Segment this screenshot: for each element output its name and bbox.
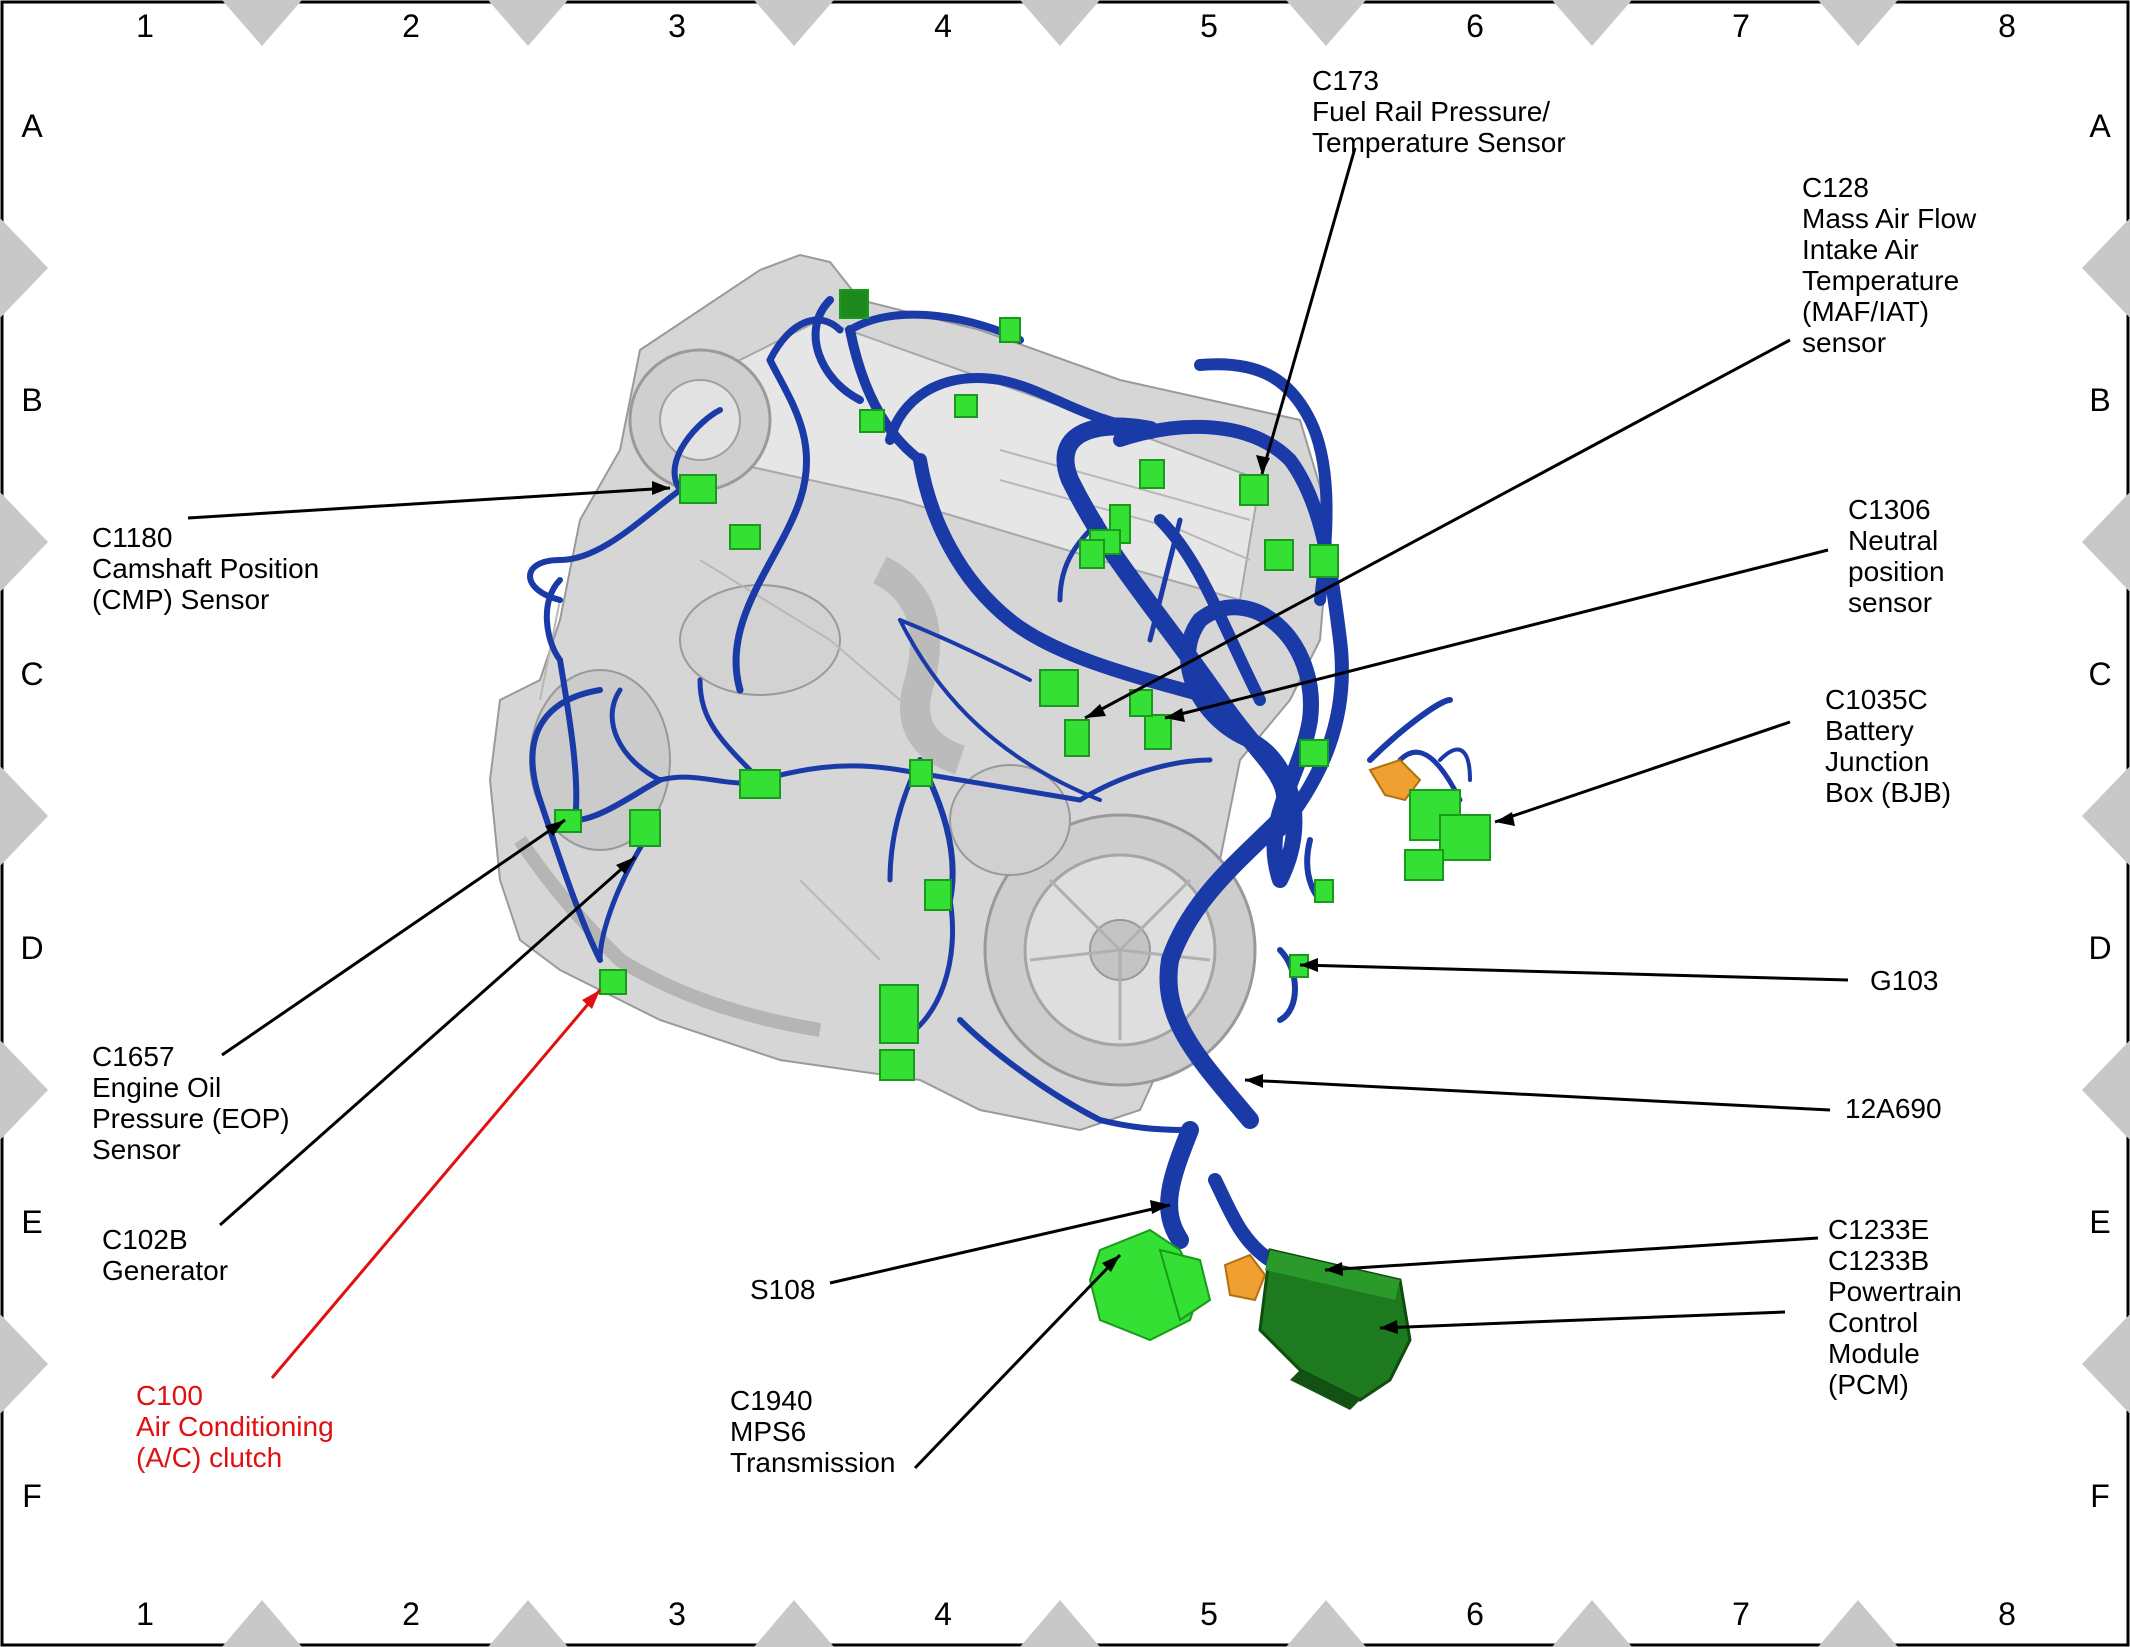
grid-col-bottom-5: 5 — [1200, 1596, 1218, 1632]
grid-col-bottom-3: 3 — [668, 1596, 686, 1632]
callout-c128: C128 Mass Air Flow Intake Air Temperatur… — [1802, 172, 1977, 358]
grid-col-bottom-8: 8 — [1998, 1596, 2016, 1632]
grid-row-right-f: F — [2090, 1478, 2110, 1514]
callout-c1657: C1657 Engine Oil Pressure (EOP) Sensor — [92, 1041, 290, 1165]
callout-c173: C173 Fuel Rail Pressure/ Temperature Sen… — [1312, 65, 1566, 158]
grid-col-top-5: 5 — [1200, 8, 1218, 44]
grid-col-top-3: 3 — [668, 8, 686, 44]
pcm-module — [1258, 1248, 1412, 1410]
grid-col-top-4: 4 — [934, 8, 952, 44]
grid-row-right-b: B — [2089, 382, 2111, 418]
grid-row-right-a: A — [2089, 108, 2111, 144]
zone-markers-bottom — [222, 1600, 1898, 1647]
grid-row-right-e: E — [2089, 1204, 2111, 1240]
callout-12a690: 12A690 — [1845, 1093, 1942, 1124]
grid-col-bottom-4: 4 — [934, 1596, 952, 1632]
grid-col-top-2: 2 — [402, 8, 420, 44]
callout-c1035c: C1035C Battery Junction Box (BJB) — [1825, 684, 1952, 808]
grid-col-bottom-7: 7 — [1732, 1596, 1750, 1632]
callout-g103: G103 — [1870, 965, 1939, 996]
callout-c1306: C1306 Neutral position sensor — [1848, 494, 1945, 618]
callout-c100: C100 Air Conditioning (A/C) clutch — [136, 1380, 334, 1473]
grid-row-left-c: C — [20, 656, 44, 692]
callout-c1180: C1180 Camshaft Position (CMP) Sensor — [92, 522, 320, 615]
grid-row-right-d: D — [2088, 930, 2112, 966]
grid-row-left-f: F — [22, 1478, 42, 1514]
callout-s108: S108 — [750, 1274, 816, 1305]
zone-markers-right — [2082, 218, 2130, 1414]
callout-c1940: C1940 MPS6 Transmission — [730, 1385, 896, 1478]
grid-col-top-6: 6 — [1466, 8, 1484, 44]
grid-col-top-1: 1 — [136, 8, 154, 44]
callout-c1233-pcm: C1233E C1233B Powertrain Control Module … — [1828, 1214, 1962, 1400]
grid-col-top-7: 7 — [1732, 8, 1750, 44]
junction-pieces — [1223, 758, 1422, 1302]
grid-col-bottom-2: 2 — [402, 1596, 420, 1632]
c100-leader-line — [270, 989, 602, 1379]
zone-markers-top — [222, 0, 1898, 46]
grid-col-top-8: 8 — [1998, 8, 2016, 44]
grid-row-left-d: D — [20, 930, 44, 966]
grid-row-right-c: C — [2088, 656, 2112, 692]
c100-leader-arrowhead — [582, 990, 600, 1009]
callout-c102b: C102B Generator — [102, 1224, 229, 1286]
zone-markers-left — [0, 218, 48, 1414]
grid-row-left-a: A — [21, 108, 43, 144]
grid-col-bottom-6: 6 — [1466, 1596, 1484, 1632]
leader-lines — [187, 147, 1849, 1470]
grid-row-left-b: B — [21, 382, 43, 418]
grid-row-left-e: E — [21, 1204, 43, 1240]
leader-arrowheads — [545, 455, 1515, 1334]
grid-col-bottom-1: 1 — [136, 1596, 154, 1632]
